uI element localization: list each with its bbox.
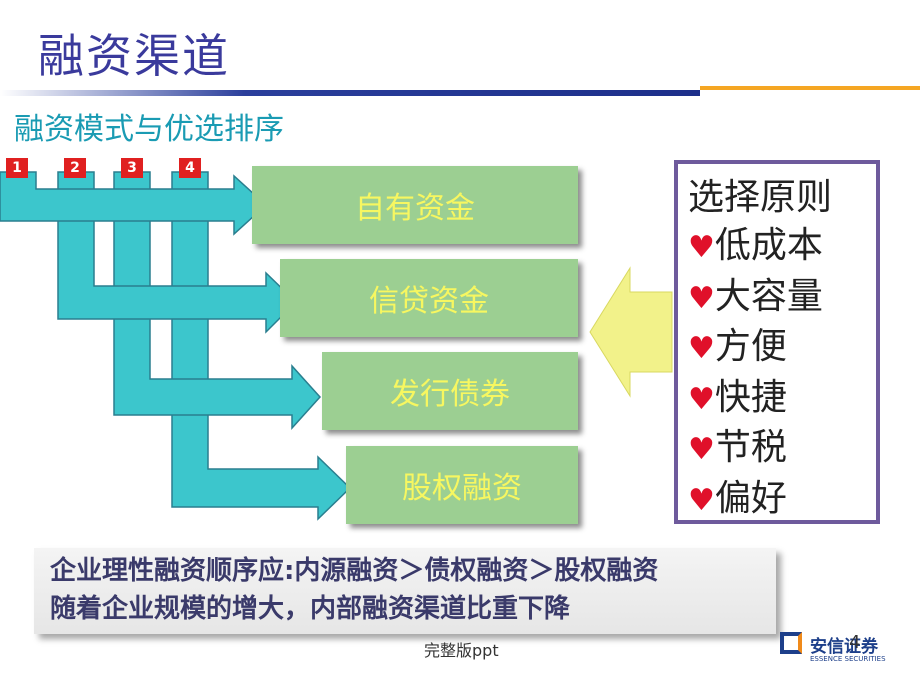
heart-icon: ♥ <box>688 331 715 366</box>
footer-text: 完整版ppt <box>424 641 499 660</box>
source-box-credit-funds: 信贷资金 <box>280 259 578 337</box>
heart-icon: ♥ <box>688 230 715 265</box>
subtitle: 融资模式与优选排序 <box>14 112 284 147</box>
logo-english-name: ESSENCE SECURITIES <box>810 655 886 663</box>
summary-line-1: 企业理性融资顺序应:内源融资＞债权融资＞股权融资 <box>50 556 659 586</box>
heart-icon: ♥ <box>688 432 715 467</box>
title-underline-blue <box>0 90 700 96</box>
source-box-bond-issuance: 发行债券 <box>322 352 578 430</box>
heart-icon: ♥ <box>688 280 715 316</box>
number-tab-4: 4 <box>179 158 201 178</box>
page-number: 4 <box>849 632 861 653</box>
big-left-arrow <box>589 266 673 398</box>
summary-box: 企业理性融资顺序应:内源融资＞债权融资＞股权融资 随着企业规模的增大，内部融资渠… <box>34 548 776 634</box>
summary-line-2: 随着企业规模的增大，内部融资渠道比重下降 <box>50 594 571 624</box>
principle-item: ♥偏好 <box>688 477 787 519</box>
number-tab-3: 3 <box>121 158 143 178</box>
number-tab-1: 1 <box>6 158 28 178</box>
principle-item: ♥低成本 <box>688 225 823 266</box>
page-title: 融资渠道 <box>38 29 230 83</box>
source-box-own-funds: 自有资金 <box>252 166 578 244</box>
heart-icon: ♥ <box>688 381 715 417</box>
number-tab-2: 2 <box>64 158 86 178</box>
principle-item: ♥大容量 <box>688 275 823 317</box>
principle-item: ♥方便 <box>688 326 787 367</box>
principle-item: ♥快捷 <box>688 376 787 418</box>
logo-mark-icon <box>780 632 802 654</box>
principles-heading: 选择原则 <box>688 177 833 218</box>
source-box-equity-financing: 股权融资 <box>346 446 578 524</box>
title-underline-orange <box>700 86 920 90</box>
heart-icon: ♥ <box>688 482 715 518</box>
principle-item: ♥节税 <box>688 427 787 468</box>
flow-arrow-1 <box>0 171 268 236</box>
logo-name: 安信证券 <box>810 637 878 657</box>
selection-principles-box: 选择原则 ♥低成本 ♥大容量 ♥方便 ♥快捷 ♥节税 ♥偏好 <box>674 160 880 524</box>
